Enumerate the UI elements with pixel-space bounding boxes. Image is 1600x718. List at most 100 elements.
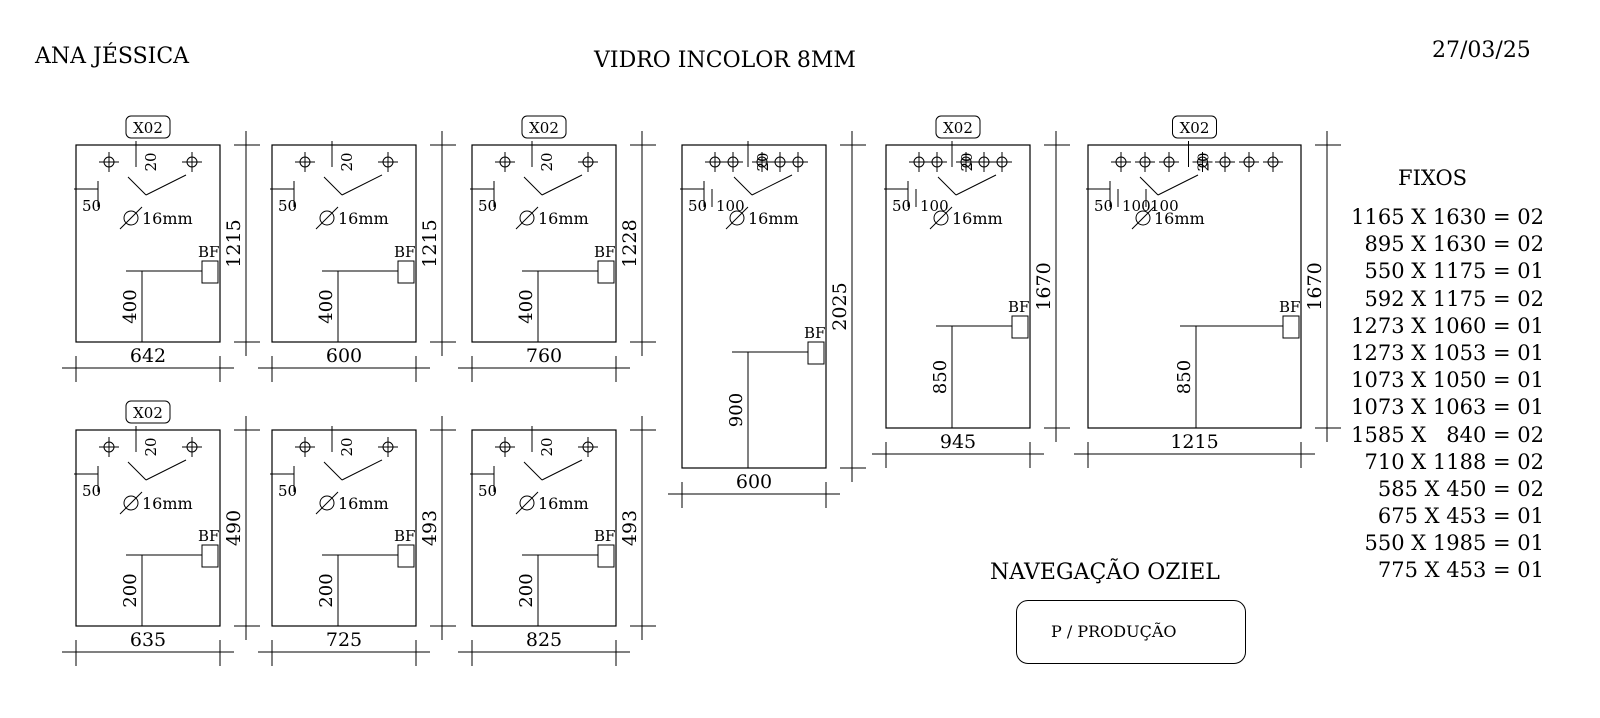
fitting-box	[397, 544, 415, 568]
spacing-label: 20	[538, 152, 556, 171]
fitting-label: BF	[594, 527, 615, 545]
hole-icon	[1215, 152, 1235, 172]
hole-diameter-label: 16mm	[952, 209, 1003, 228]
diameter-icon	[315, 206, 339, 230]
panel-height-label: 1215	[223, 219, 245, 267]
spacing-label: 20	[1195, 152, 1213, 171]
qty-tag-box	[935, 115, 981, 139]
panel-width-label: 945	[940, 431, 976, 453]
hole-icon	[1263, 152, 1283, 172]
hole-offset-label: 50	[82, 482, 101, 500]
hole-icon	[974, 152, 994, 172]
production-status-button[interactable]: P / PRODUÇÃO	[1016, 600, 1246, 664]
height-mark-label: 850	[1174, 360, 1195, 394]
diameter-icon	[515, 206, 539, 230]
fitting-label: BF	[394, 527, 415, 545]
hole-icon	[788, 152, 808, 172]
diameter-slash	[119, 491, 143, 515]
hole-diameter-label: 16mm	[338, 209, 389, 228]
spacing-label: 20	[338, 152, 356, 171]
panel-width-label: 760	[526, 345, 562, 367]
panel-outline	[681, 144, 827, 469]
fitting-box	[597, 260, 615, 284]
hole-icon	[295, 152, 315, 172]
panel-outline	[1087, 144, 1302, 429]
spacing-label: 20	[338, 437, 356, 456]
fixo-item: 1273 X 1053 = 01	[1351, 340, 1544, 365]
hole-icon	[99, 152, 119, 172]
hole-icon	[495, 437, 515, 457]
diameter-slash	[725, 206, 749, 230]
fitting-label: BF	[1279, 298, 1300, 316]
navigation-label: NAVEGAÇÃO OZIEL	[990, 560, 1220, 585]
panel-width-label: 600	[736, 471, 772, 493]
fixo-item: 1273 X 1060 = 01	[1351, 313, 1544, 338]
panel-width-label: 825	[526, 629, 562, 651]
hole-diameter-label: 16mm	[748, 209, 799, 228]
hole-icon	[992, 152, 1012, 172]
qty-tag: X02	[1180, 119, 1210, 137]
spacing-label: 20	[958, 152, 976, 171]
qty-tag: X02	[529, 119, 559, 137]
fitting-label: BF	[198, 527, 219, 545]
qty-tag-box	[521, 115, 567, 139]
hole-offset-label: 50	[82, 197, 101, 215]
panel-width-label: 642	[130, 345, 166, 367]
hole-icon	[956, 152, 976, 172]
fitting-box	[397, 260, 415, 284]
hole-icon	[927, 152, 947, 172]
fixo-item: 1165 X 1630 = 02	[1351, 205, 1544, 229]
fitting-box	[201, 260, 219, 284]
diameter-slash	[119, 206, 143, 230]
panel-height-label: 1670	[1304, 262, 1326, 310]
hole-diameter-label: 16mm	[142, 209, 193, 228]
hole-icon	[770, 152, 790, 172]
hole-icon	[1239, 152, 1259, 172]
hole-offset-label: 50	[688, 197, 707, 215]
fixo-item: 1073 X 1050 = 01	[1351, 368, 1544, 393]
diameter-leader	[127, 461, 147, 481]
panel-outline	[75, 144, 221, 343]
panel-width-label: 635	[130, 629, 166, 651]
diameter-leader	[955, 174, 997, 196]
panel-height-label: 1215	[419, 219, 441, 267]
diameter-leader	[1157, 174, 1199, 196]
hole-icon	[182, 152, 202, 172]
diameter-slash	[315, 206, 339, 230]
diameter-leader	[733, 176, 753, 196]
diameter-leader	[323, 461, 343, 481]
diameter-leader	[541, 174, 583, 196]
hole-icon	[182, 437, 202, 457]
panel-height-label: 1670	[1033, 262, 1055, 310]
height-mark-label: 850	[930, 360, 951, 394]
hole-offset-label: 50	[278, 197, 297, 215]
hole-icon	[378, 437, 398, 457]
fixos-title: FIXOS	[1398, 166, 1468, 190]
hole-icon	[752, 152, 772, 172]
diameter-leader	[523, 176, 543, 196]
spacing-label: 20	[142, 437, 160, 456]
fitting-box	[807, 341, 825, 365]
fixo-item: 585 X 450 = 02	[1377, 476, 1544, 501]
spacing-label: 20	[142, 152, 160, 171]
qty-tag: X02	[133, 404, 163, 422]
panel-outline	[75, 429, 221, 627]
hole-offset-label: 100	[1122, 197, 1151, 215]
diameter-leader	[127, 176, 147, 196]
fitting-label: BF	[198, 243, 219, 261]
diameter-slash	[515, 491, 539, 515]
diameter-leader	[341, 174, 383, 196]
panel-height-label: 1228	[619, 219, 641, 267]
diameter-icon	[515, 491, 539, 515]
hole-diameter-label: 16mm	[338, 494, 389, 513]
spacing-label: 20	[754, 152, 772, 171]
panel-width-label: 725	[326, 629, 362, 651]
hole-icon	[1159, 152, 1179, 172]
hole-offset-label: 50	[478, 482, 497, 500]
hole-icon	[723, 152, 743, 172]
